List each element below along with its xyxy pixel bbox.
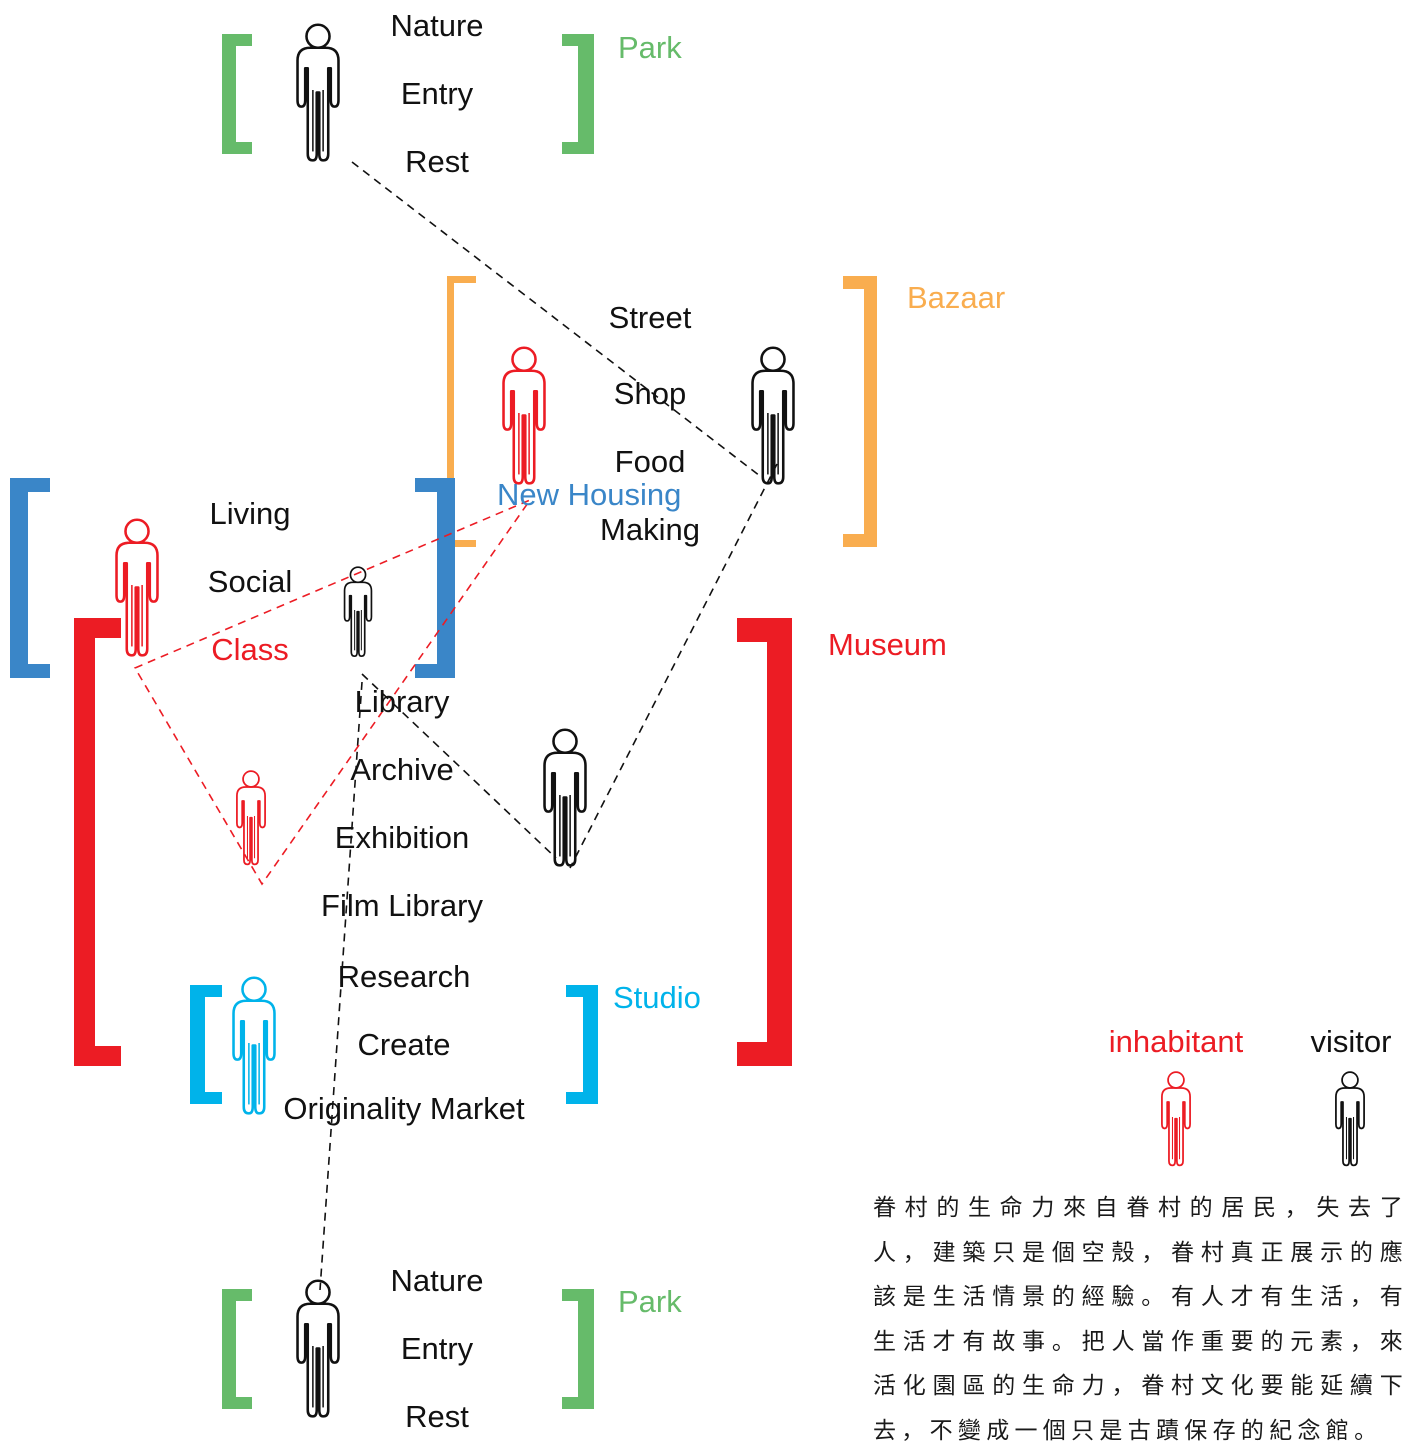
park-top-right-bracket — [562, 34, 594, 154]
visitor-icon — [343, 566, 373, 658]
bazaar-item-making: Making — [600, 512, 700, 547]
inhabitant-path-triangle — [133, 498, 533, 886]
park-top-item-rest: Rest — [405, 144, 469, 179]
museum-right-bracket — [737, 618, 792, 1066]
bazaar-right-bracket — [843, 276, 877, 547]
park-bottom-right-bracket — [562, 1289, 594, 1409]
bazaar-item-shop: Shop — [614, 376, 686, 411]
legend-visitor-icon — [1335, 1071, 1365, 1167]
bazaar-item-food: Food — [615, 444, 686, 479]
museum-left-bracket — [74, 618, 121, 1066]
studio-right-bracket — [566, 985, 598, 1104]
museum-item-library: Library — [355, 684, 450, 719]
museum-item-research: Research — [338, 959, 471, 994]
museum-item-archive: Archive — [350, 752, 453, 787]
studio-item-create: Create — [357, 1027, 450, 1062]
inhabitant-icon — [236, 770, 266, 866]
park-top-item-entry: Entry — [401, 76, 474, 111]
studio-item-originality-market: Originality Market — [283, 1091, 525, 1126]
housing-item-social: Social — [208, 564, 292, 599]
museum-item-film-library: Film Library — [321, 888, 483, 923]
visitor-path-bazaar-museum — [569, 463, 778, 869]
visitor-path-housing-museum — [361, 673, 557, 859]
park-bottom-item-rest: Rest — [405, 1399, 469, 1432]
studio-title: Studio — [613, 980, 701, 1015]
legend-visitor-label: visitor — [1311, 1024, 1392, 1059]
visitor-path-park-bazaar — [351, 161, 761, 477]
visitor-icon — [751, 346, 795, 485]
museum-title: Museum — [828, 627, 947, 662]
visitor-icon — [296, 1279, 340, 1418]
visitor-path-housing-park — [319, 681, 363, 1291]
housing-title: New Housing — [497, 477, 681, 512]
inhabitant-icon — [502, 346, 546, 485]
housing-left-bracket — [10, 478, 50, 678]
bazaar-item-street: Street — [609, 300, 692, 335]
museum-item-exhibition: Exhibition — [335, 820, 469, 855]
housing-right-bracket — [415, 478, 455, 678]
park-top-left-bracket — [222, 34, 252, 154]
legend-inhabitant-label: inhabitant — [1109, 1024, 1244, 1059]
bazaar-title: Bazaar — [907, 280, 1005, 315]
visitor-icon — [296, 23, 340, 162]
park-bottom-title: Park — [618, 1284, 682, 1319]
legend-inhabitant-icon — [1161, 1071, 1191, 1167]
housing-item-living: Living — [210, 496, 291, 531]
park-bottom-left-bracket — [222, 1289, 252, 1409]
park-bottom-item-entry: Entry — [401, 1331, 474, 1366]
visitor-icon — [543, 728, 587, 867]
description-text: 眷村的生命力來自眷村的居民，失去了人，建築只是個空殼，眷村真正展示的應該是生活情… — [873, 1195, 1408, 1444]
park-top-title: Park — [618, 30, 682, 65]
studio-left-bracket — [190, 985, 222, 1104]
park-bottom-item-nature: Nature — [390, 1263, 483, 1298]
park-top-item-nature: Nature — [390, 8, 483, 43]
studio-person-icon — [232, 976, 276, 1115]
inhabitant-icon — [115, 518, 159, 657]
housing-item-class: Class — [211, 632, 289, 667]
